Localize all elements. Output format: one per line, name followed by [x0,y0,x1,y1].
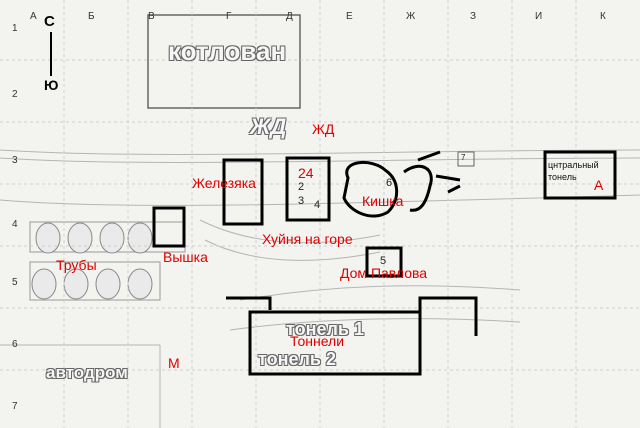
vyshka-box [152,206,186,248]
vyshka-annotation: Вышка [163,249,208,265]
tunnel-wall [226,296,478,336]
dom-pavlova-box [365,246,403,278]
column-label: Ж [406,11,416,22]
dom-pavlova-annotation: Дом Павлова [340,265,428,281]
row-label: 5 [12,277,18,288]
tunnel-1-label: тонель 1 [286,319,364,339]
tunnel-box [248,310,422,376]
a-annotation: А [594,177,604,193]
column-label: Б [88,11,95,22]
terrain-sketch [0,14,640,428]
column-label: К [600,11,606,22]
number-6: 6 [386,177,393,189]
column-label: Г [226,11,232,22]
row-label: 7 [12,401,18,412]
compass-north: С [44,13,55,30]
column-label: И [535,11,543,22]
column-label: Е [346,11,353,22]
kishka-tail [403,150,461,212]
column-label: З [470,11,477,22]
zhd-annotation: ЖД [312,121,335,137]
column-label: В [148,11,155,22]
kotlovan-label: котлован [168,36,287,66]
huynya-annotation: Хуйня на горе [262,231,353,247]
box-24 [285,156,331,222]
compass-south: Ю [44,77,59,93]
truby-annotation: Трубы [56,257,97,273]
row-label: 6 [12,339,18,350]
number-2: 2 [298,181,305,193]
row-label: 1 [12,23,18,34]
m-annotation: М [168,355,180,371]
row-label: 2 [12,89,18,100]
zhelezyaka-annotation: Железяка [192,175,256,191]
zhelezyaka-box [222,158,264,226]
number-5: 5 [380,255,387,267]
objects-outline [152,150,617,376]
row-label: 4 [12,219,18,230]
tunnel-2-label: тонель 2 [258,349,336,369]
kishka-annotation: Кишка [362,193,404,209]
avtodrom-label: автодром [46,363,128,382]
number-3: 3 [298,195,305,207]
column-label: А [30,11,37,22]
number-7: 7 [461,153,466,162]
number-4: 4 [314,199,321,211]
column-label: Д [286,11,293,22]
row-label: 3 [12,155,18,166]
label-24-annotation: 24 [298,165,314,181]
tonneli-annotation: Тоннели [290,333,345,349]
central-tunnel-box [543,150,617,200]
central-tunnel-label-1: цнтральный [548,160,599,170]
kishka-shape [342,160,399,218]
central-tunnel-label-2: тонель [548,172,577,182]
box-7-outline [457,151,475,167]
zhd-base-label: ЖД [250,114,287,139]
